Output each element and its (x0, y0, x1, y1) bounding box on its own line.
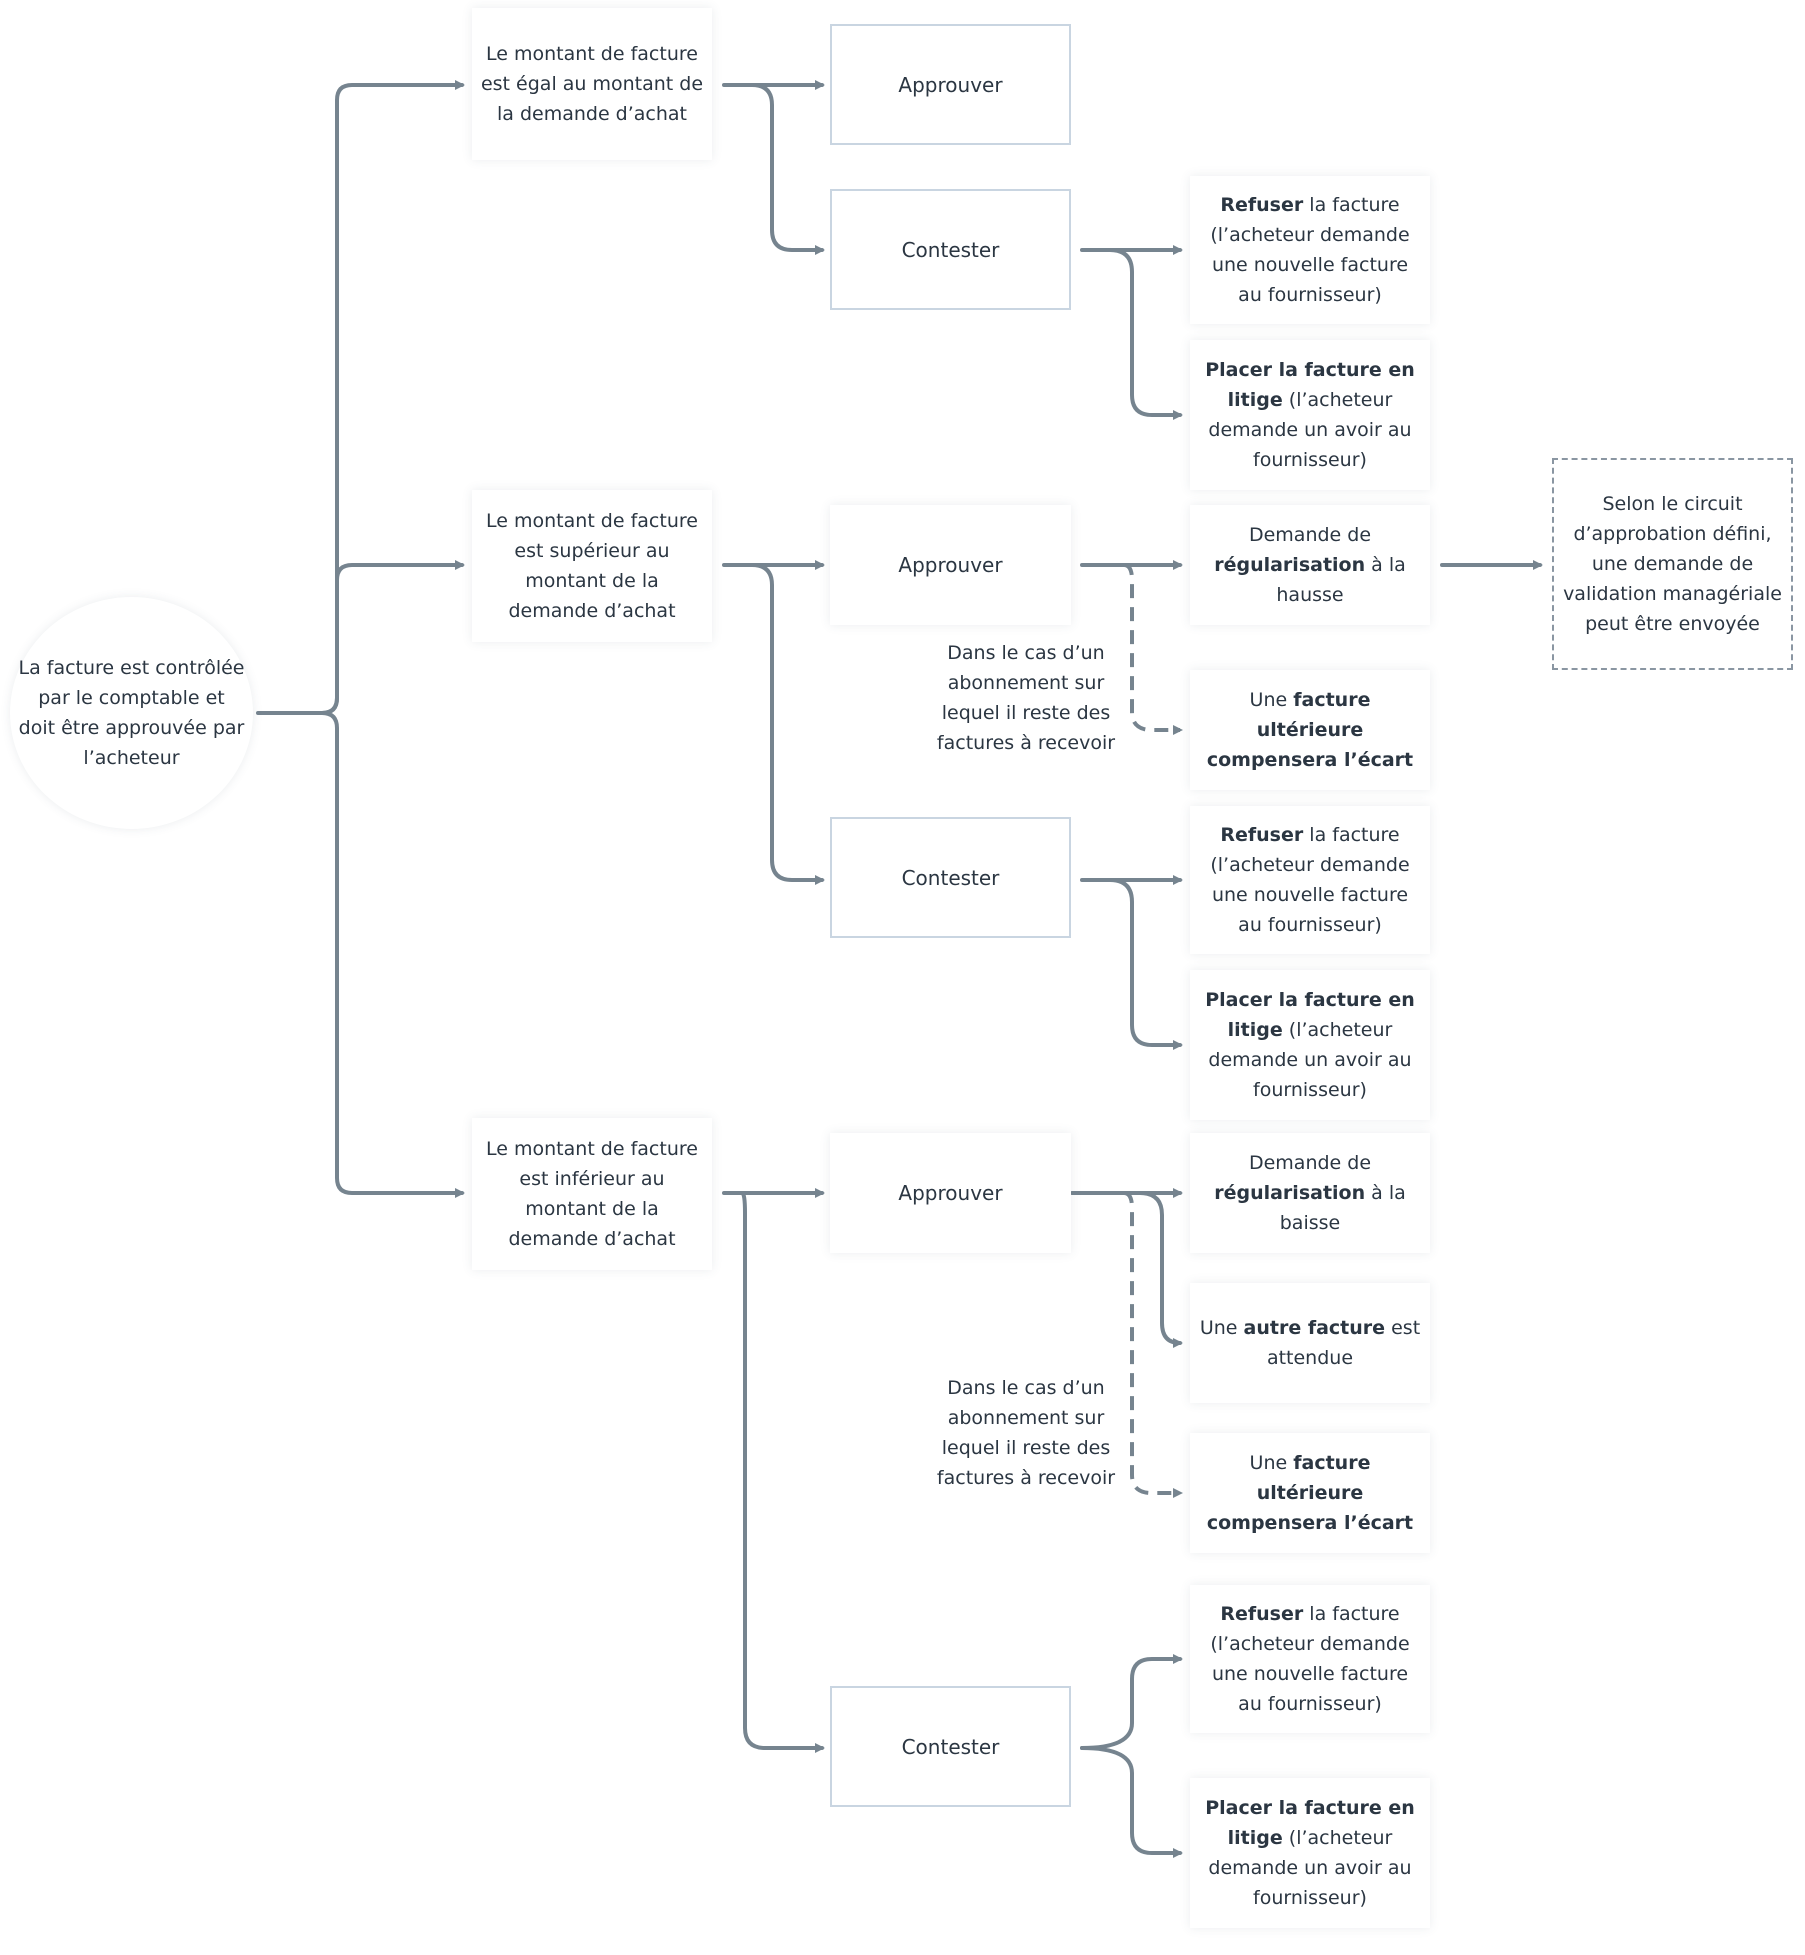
root-text: La facture est contrôlée par le comptabl… (18, 657, 245, 769)
regul-down-post: à la baisse (1279, 1182, 1406, 1234)
dispute-rest: (l’acheteur demande un avoir au fourniss… (1208, 389, 1412, 471)
condition-lower-text: Le montant de facture est inférieur au m… (486, 1138, 698, 1250)
connector-root-to-higher (320, 560, 465, 715)
regul-down-pre: Demande de (1248, 1152, 1372, 1174)
subscription-note-text: Dans le cas d’un abonnement sur lequel i… (936, 642, 1116, 754)
condition-equal-text: Le montant de facture est égal au montan… (480, 43, 704, 125)
other-invoice-pre: Une (1199, 1317, 1244, 1339)
approve-box-higher[interactable]: Approuver (830, 505, 1071, 625)
connector-lower-subscription (1123, 1191, 1183, 1498)
later-invoice-bold: facture ultérieure compensera l’écart (1206, 1452, 1414, 1534)
dispute-bold: Placer la facture en litige (1205, 359, 1415, 411)
contest-label-equal: Contester (901, 237, 1000, 262)
dispute-rest: (l’acheteur demande un avoir au fourniss… (1208, 1019, 1412, 1101)
connector-lower-contest-refuse (1080, 1654, 1183, 1750)
contest-box-lower[interactable]: Contester (830, 1686, 1071, 1807)
subscription-note-higher: Dans le cas d’un abonnement sur lequel i… (928, 638, 1124, 758)
regul-up-bold: régularisation (1214, 554, 1366, 576)
connector-lower-contest-dispute (1080, 1746, 1183, 1858)
subscription-note-lower: Dans le cas d’un abonnement sur lequel i… (928, 1373, 1124, 1493)
refuse-bold: Refuser (1220, 824, 1304, 846)
approve-box-equal[interactable]: Approuver (830, 24, 1071, 145)
contest-label-higher: Contester (901, 865, 1000, 890)
refuse-outcome-lower: Refuser la facture (l’acheteur demande u… (1190, 1585, 1430, 1733)
condition-higher: Le montant de facture est supérieur au m… (472, 490, 712, 642)
contest-label-lower: Contester (901, 1734, 1000, 1759)
other-invoice-post: est attendue (1266, 1317, 1421, 1369)
root-node: La facture est contrôlée par le comptabl… (10, 597, 253, 829)
refuse-outcome-equal: Refuser la facture (l’acheteur demande u… (1190, 176, 1430, 324)
regul-up-post: à la hausse (1276, 554, 1406, 606)
connector-lower-approve-other (1138, 1191, 1183, 1348)
refuse-rest: la facture (l’acheteur demande une nouve… (1210, 1603, 1410, 1715)
dispute-outcome-lower: Placer la facture en litige (l’acheteur … (1190, 1778, 1430, 1928)
condition-lower: Le montant de facture est inférieur au m… (472, 1118, 712, 1270)
refuse-bold: Refuser (1220, 194, 1304, 216)
dispute-bold: Placer la facture en litige (1205, 1797, 1415, 1849)
refuse-rest: la facture (l’acheteur demande une nouve… (1210, 194, 1410, 306)
regul-down-outcome: Demande de régularisation à la baisse (1190, 1133, 1430, 1253)
other-invoice-outcome: Une autre facture est attendue (1190, 1283, 1430, 1403)
refuse-outcome-higher: Refuser la facture (l’acheteur demande u… (1190, 806, 1430, 954)
dispute-rest: (l’acheteur demande un avoir au fourniss… (1208, 1827, 1412, 1909)
refuse-rest: la facture (l’acheteur demande une nouve… (1210, 824, 1410, 936)
approve-label-lower: Approuver (898, 1181, 1003, 1205)
managerial-validation-note: Selon le circuit d’approbation défini, u… (1552, 458, 1793, 670)
regul-up-pre: Demande de (1248, 524, 1372, 546)
approve-label-higher: Approuver (898, 553, 1003, 577)
dispute-outcome-equal: Placer la facture en litige (l’acheteur … (1190, 340, 1430, 490)
later-invoice-outcome-higher: Une facture ultérieure compensera l’écar… (1190, 670, 1430, 790)
connector-higher-subscription (1123, 563, 1183, 735)
regul-down-bold: régularisation (1214, 1182, 1366, 1204)
connector-higher-contest (750, 563, 825, 885)
managerial-validation-text: Selon le circuit d’approbation défini, u… (1563, 493, 1782, 635)
connector-equal-contest-dispute (1108, 248, 1183, 420)
connector-equal-contest (750, 83, 825, 255)
dispute-outcome-higher: Placer la facture en litige (l’acheteur … (1190, 970, 1430, 1120)
condition-equal: Le montant de facture est égal au montan… (472, 8, 712, 160)
later-invoice-bold: facture ultérieure compensera l’écart (1206, 689, 1414, 771)
other-invoice-bold: autre facture (1243, 1317, 1386, 1339)
contest-box-equal[interactable]: Contester (830, 189, 1071, 310)
contest-box-higher[interactable]: Contester (830, 817, 1071, 938)
refuse-bold: Refuser (1220, 1603, 1304, 1625)
approve-label-equal: Approuver (898, 72, 1003, 97)
approve-box-lower[interactable]: Approuver (830, 1133, 1071, 1253)
regul-up-outcome: Demande de régularisation à la hausse (1190, 505, 1430, 625)
later-invoice-outcome-lower: Une facture ultérieure compensera l’écar… (1190, 1433, 1430, 1553)
connector-root-to-lower (320, 711, 465, 1198)
connector-lower-contest (740, 1191, 825, 1753)
subscription-note-text: Dans le cas d’un abonnement sur lequel i… (936, 1377, 1116, 1489)
condition-higher-text: Le montant de facture est supérieur au m… (486, 510, 698, 622)
dispute-bold: Placer la facture en litige (1205, 989, 1415, 1041)
later-invoice-pre: Une (1249, 689, 1294, 711)
connector-root-to-equal (320, 80, 465, 715)
later-invoice-pre: Une (1249, 1452, 1294, 1474)
connector-higher-contest-dispute (1108, 878, 1183, 1050)
